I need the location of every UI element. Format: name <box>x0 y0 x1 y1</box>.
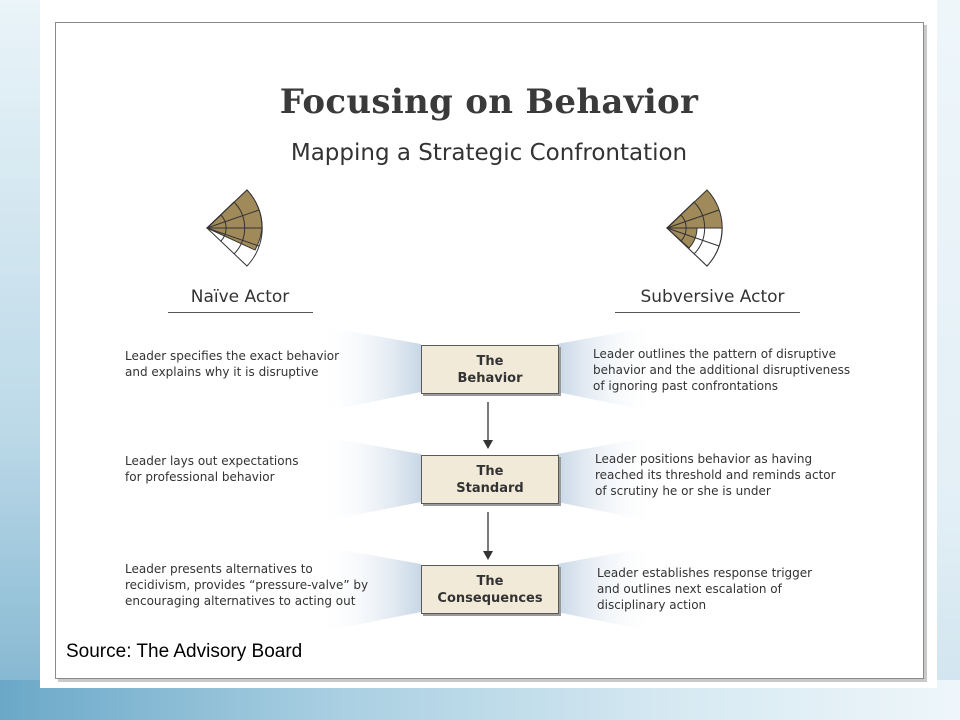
behavior-naive-text: Leader specifies the exact behavior and … <box>125 349 340 379</box>
consequences-box-line2: Consequences <box>437 590 543 606</box>
naive-actor-fan-icon <box>205 189 263 267</box>
wedge-consequences-right <box>557 546 655 632</box>
wedge-standard-right <box>557 436 655 522</box>
arrow-standard-to-consequences <box>483 512 493 560</box>
naive-actor-heading: Naïve Actor <box>190 287 290 307</box>
standard-box: The Standard <box>421 455 559 504</box>
standard-box-line1: The <box>476 463 504 479</box>
standard-box-line2: Standard <box>456 480 524 496</box>
subversive-actor-rule <box>615 312 800 313</box>
diagram-subtitle: Mapping a Strategic Confrontation <box>290 140 688 166</box>
wedge-behavior-left <box>320 326 421 412</box>
wedge-standard-left <box>320 436 421 522</box>
consequences-box-line1: The <box>476 573 504 589</box>
consequences-subversive-text: Leader establishes response trigger and … <box>597 566 813 612</box>
subversive-actor-fan-icon <box>665 189 723 267</box>
standard-subversive-text: Leader positions behavior as having reac… <box>595 452 836 498</box>
arrow-behavior-to-standard <box>483 402 493 449</box>
source-caption: Source: The Advisory Board <box>66 641 303 662</box>
consequences-naive-text: Leader presents alternatives to recidivi… <box>125 562 369 608</box>
standard-naive-text: Leader lays out expectations for profess… <box>125 454 299 484</box>
behavior-box-line2: Behavior <box>457 370 523 386</box>
subversive-actor-heading: Subversive Actor <box>640 287 785 307</box>
wedge-behavior-right <box>557 326 655 412</box>
wedge-consequences-left <box>320 546 421 632</box>
behavior-subversive-text: Leader outlines the pattern of disruptiv… <box>593 347 851 393</box>
naive-actor-rule <box>168 312 313 313</box>
behavior-box: The Behavior <box>421 345 559 394</box>
background-wave-left <box>0 0 40 720</box>
behavior-box-line1: The <box>476 353 504 369</box>
diagram-title: Focusing on Behavior <box>279 82 699 122</box>
consequences-box: The Consequences <box>421 565 559 614</box>
